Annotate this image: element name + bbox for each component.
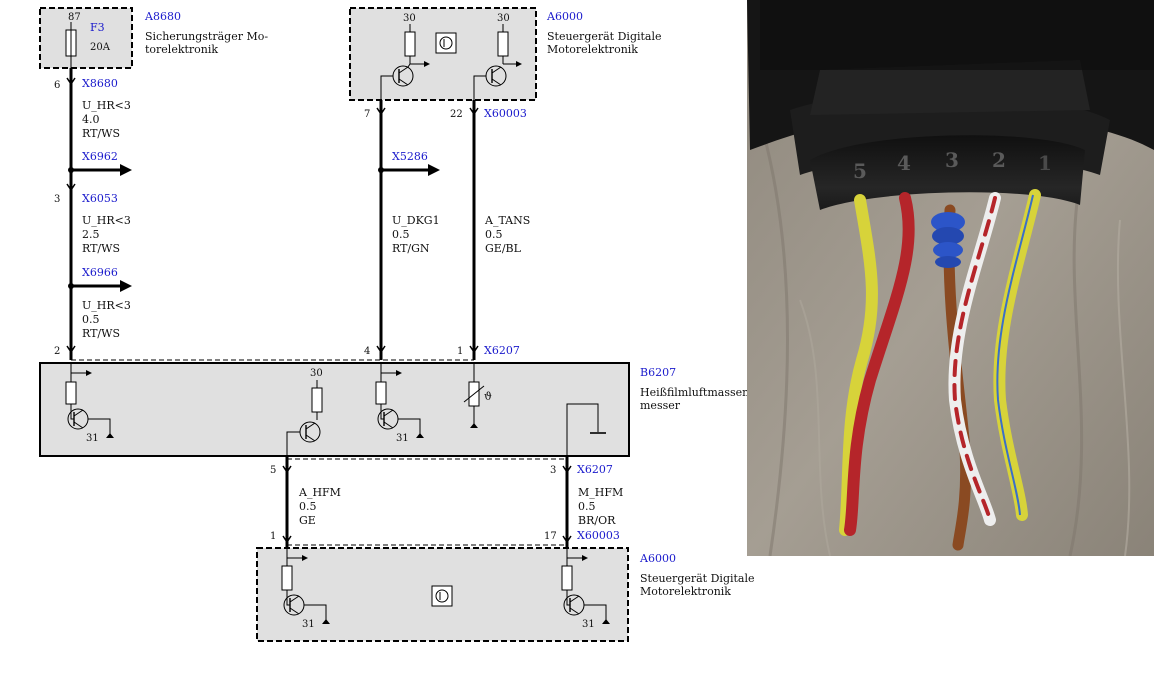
connector-photo: 5 4 3 2 1 bbox=[747, 0, 1154, 556]
a8680-desc-line2: torelektronik bbox=[145, 43, 218, 56]
connector-x5286: X5286 bbox=[392, 150, 428, 163]
pin-3-lower: 3 bbox=[550, 465, 556, 476]
pin-3: 3 bbox=[54, 194, 60, 205]
wire2-size: 2.5 bbox=[82, 228, 100, 241]
wire5-size: 0.5 bbox=[485, 228, 503, 241]
pin-6: 6 bbox=[54, 80, 60, 91]
ground-31-4: 31 bbox=[582, 619, 595, 630]
ground-31-1: 31 bbox=[86, 433, 99, 444]
wire1-name: U_HR<3 bbox=[82, 99, 131, 112]
photo-pin-1: 1 bbox=[1038, 151, 1052, 175]
ecu-icon bbox=[435, 32, 457, 54]
sensor-pin30: 30 bbox=[310, 368, 323, 379]
connector-x6966: X6966 bbox=[82, 266, 118, 279]
a6000-top-label: A6000 bbox=[546, 10, 583, 23]
wire-yellow-blue-pin1 bbox=[993, 189, 1041, 521]
a6000-bottom-desc-line1: Steuergerät Digitale bbox=[640, 572, 755, 585]
a6000-top-desc-line2: Motorelektronik bbox=[547, 43, 638, 56]
theta-icon: ϑ bbox=[484, 390, 492, 403]
wire7-name: M_HFM bbox=[578, 486, 623, 499]
a6000-bottom-label: A6000 bbox=[639, 552, 676, 565]
wire-red-pin4 bbox=[844, 192, 915, 536]
wire4-color: RT/GN bbox=[392, 242, 430, 255]
ground-31-3: 31 bbox=[302, 619, 315, 630]
wire1-size: 4.0 bbox=[82, 113, 100, 126]
pin-4: 4 bbox=[364, 346, 370, 357]
connector-x6053: X6053 bbox=[82, 192, 118, 205]
connector-x6207-top: X6207 bbox=[484, 344, 520, 357]
pin-7: 7 bbox=[364, 109, 370, 120]
ecu-a6000-top: 30 30 bbox=[349, 7, 537, 104]
connector-x60003-top: X60003 bbox=[484, 107, 527, 120]
wire2-color: RT/WS bbox=[82, 242, 120, 255]
connector-x60003-bottom: X60003 bbox=[577, 529, 620, 542]
connector-x8680: X8680 bbox=[82, 77, 118, 90]
wire6-color: GE bbox=[299, 514, 316, 527]
wire7-size: 0.5 bbox=[578, 500, 596, 513]
ground-31-2: 31 bbox=[396, 433, 409, 444]
seal-blue bbox=[931, 212, 965, 268]
ecu-a6000-bottom: 31 31 bbox=[256, 547, 629, 642]
wire1-color: RT/WS bbox=[82, 127, 120, 140]
connector-x6962: X6962 bbox=[82, 150, 118, 163]
wire3-size: 0.5 bbox=[82, 313, 100, 326]
b6207-desc-line1: Heißfilmluftmassen- bbox=[640, 386, 753, 399]
a6000-bottom-desc-line2: Motorelektronik bbox=[640, 585, 731, 598]
wire-a-tans bbox=[469, 100, 479, 360]
wire7-color: BR/OR bbox=[578, 514, 616, 527]
wire5-color: GE/BL bbox=[485, 242, 522, 255]
photo-pin-4: 4 bbox=[897, 151, 911, 175]
wire-u-dkg1 bbox=[376, 100, 440, 360]
fuse-pin-87: 87 bbox=[68, 12, 81, 23]
a8680-desc-line1: Sicherungsträger Mo- bbox=[145, 30, 268, 43]
pin-2: 2 bbox=[54, 346, 60, 357]
wire6-size: 0.5 bbox=[299, 500, 317, 513]
pin-17: 17 bbox=[544, 531, 557, 542]
b6207-desc-line2: messer bbox=[640, 399, 681, 412]
wire6-name: A_HFM bbox=[298, 486, 341, 499]
pin-1-lower: 1 bbox=[270, 531, 276, 542]
fuse-carrier-a8680: 87 F3 20A bbox=[39, 7, 133, 69]
wire-m-hfm bbox=[562, 456, 572, 548]
a8680-label: A8680 bbox=[144, 10, 181, 23]
wire-a-hfm bbox=[282, 456, 292, 548]
wire4-size: 0.5 bbox=[392, 228, 410, 241]
ecu-top-pin30-right: 30 bbox=[497, 13, 510, 24]
wire3-name: U_HR<3 bbox=[82, 299, 131, 312]
fuse-rating: 20A bbox=[90, 42, 111, 53]
pin-22: 22 bbox=[450, 109, 463, 120]
fuse-f3-label: F3 bbox=[90, 21, 105, 34]
photo-pin-2: 2 bbox=[992, 148, 1006, 172]
wire3-color: RT/WS bbox=[82, 327, 120, 340]
wire5-name: A_TANS bbox=[484, 214, 530, 227]
ecu-top-pin30-left: 30 bbox=[403, 13, 416, 24]
pin-5: 5 bbox=[270, 465, 276, 476]
photo-pin-3: 3 bbox=[945, 148, 959, 172]
a6000-top-desc-line1: Steuergerät Digitale bbox=[547, 30, 662, 43]
connector-x6207-bottom: X6207 bbox=[577, 463, 613, 476]
b6207-label: B6207 bbox=[640, 366, 676, 379]
pin-1: 1 bbox=[457, 346, 463, 357]
wire4-name: U_DKG1 bbox=[392, 214, 440, 227]
sensor-b6207: 31 30 31 ϑ bbox=[39, 362, 630, 457]
wire-u-hr bbox=[66, 68, 132, 360]
photo-pin-5: 5 bbox=[853, 159, 867, 183]
ecu-icon bbox=[431, 585, 453, 607]
wire2-name: U_HR<3 bbox=[82, 214, 131, 227]
